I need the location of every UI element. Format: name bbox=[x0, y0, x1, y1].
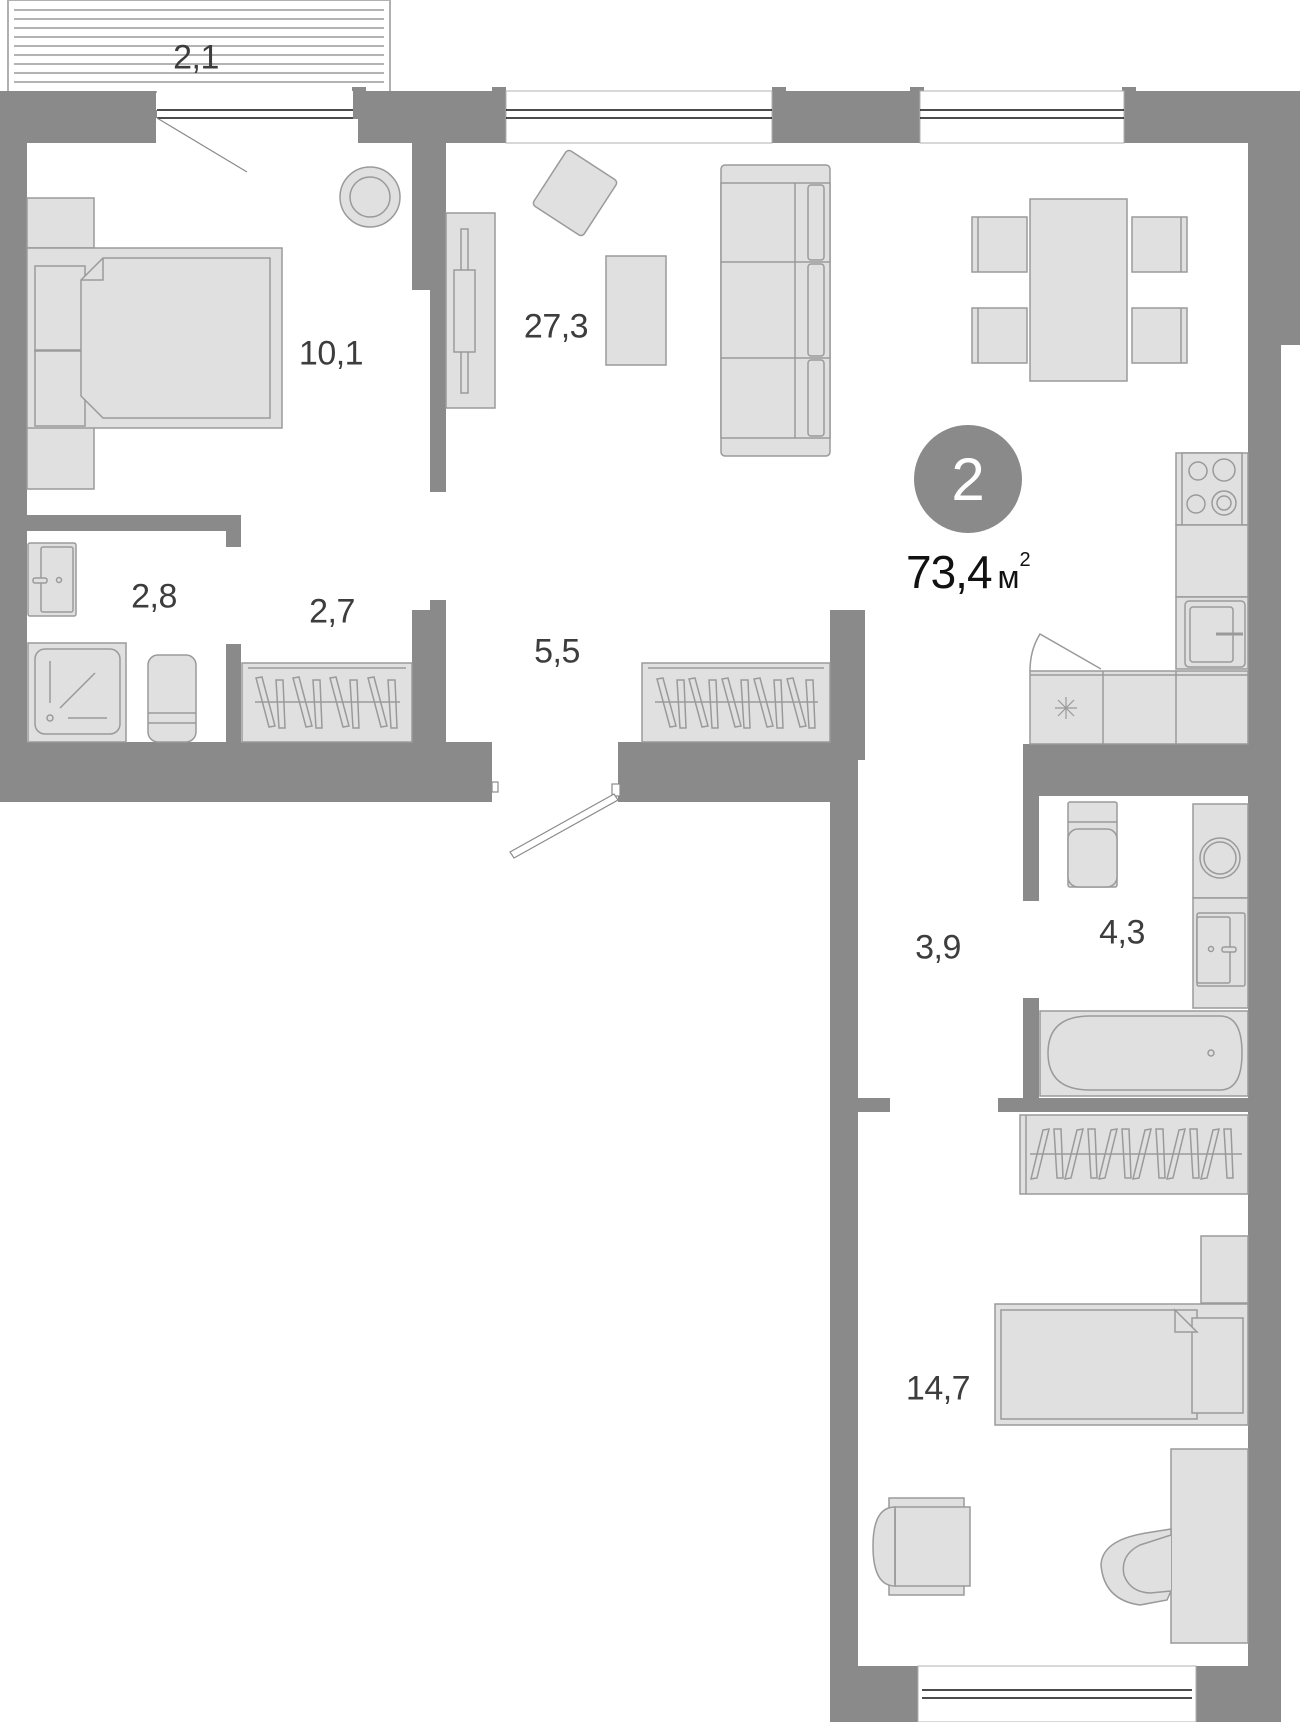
sink-star-icon bbox=[1055, 697, 1077, 719]
small-bathroom-fixtures bbox=[27, 542, 197, 743]
wardrobe-hallway bbox=[641, 662, 831, 743]
wardrobe-left bbox=[241, 662, 413, 743]
desk-set bbox=[1100, 1448, 1249, 1644]
kitchen-units bbox=[1029, 452, 1249, 745]
room-area-living-room: 27,3 bbox=[523, 307, 589, 346]
room-area-corridor: 3,9 bbox=[915, 928, 961, 967]
entrance-door bbox=[491, 781, 621, 859]
room-area-bedroom: 10,1 bbox=[298, 334, 364, 373]
living-window bbox=[505, 90, 773, 144]
room-area-bedroom-2: 14,7 bbox=[905, 1369, 971, 1408]
total-area-unit: м2 bbox=[997, 549, 1031, 595]
room-area-hallway: 5,5 bbox=[534, 632, 580, 671]
balcony bbox=[7, 0, 391, 93]
tv-stand bbox=[445, 212, 496, 409]
armchair-2 bbox=[872, 1497, 971, 1596]
windows bbox=[156, 90, 1197, 1722]
coffee-table bbox=[605, 255, 667, 366]
double-bed bbox=[26, 197, 283, 490]
wardrobe-bedroom2 bbox=[1019, 1114, 1249, 1195]
sofa bbox=[720, 164, 831, 457]
area-unit-text: м bbox=[997, 559, 1020, 595]
room-area-wardrobe: 2,7 bbox=[309, 592, 355, 631]
kitchen-window bbox=[919, 90, 1125, 144]
dining-set bbox=[971, 198, 1188, 382]
rooms-count: 2 bbox=[951, 445, 985, 513]
furniture bbox=[26, 149, 1249, 1644]
bedroom2-window bbox=[917, 1665, 1197, 1722]
room-area-bathroom: 4,3 bbox=[1099, 913, 1145, 952]
armchair bbox=[532, 149, 618, 237]
rooms-count-badge: 2 bbox=[914, 425, 1022, 533]
walls bbox=[0, 87, 1300, 1722]
area-unit-power: 2 bbox=[1019, 549, 1031, 571]
round-table bbox=[339, 166, 401, 228]
bathroom-fixtures bbox=[1039, 801, 1249, 1097]
total-area-value: 73,4 bbox=[906, 546, 993, 598]
room-area-bathroom-small: 2,8 bbox=[131, 577, 177, 616]
room-area-balcony: 2,1 bbox=[173, 38, 219, 77]
single-bed bbox=[994, 1235, 1249, 1426]
balcony-door bbox=[156, 91, 353, 173]
